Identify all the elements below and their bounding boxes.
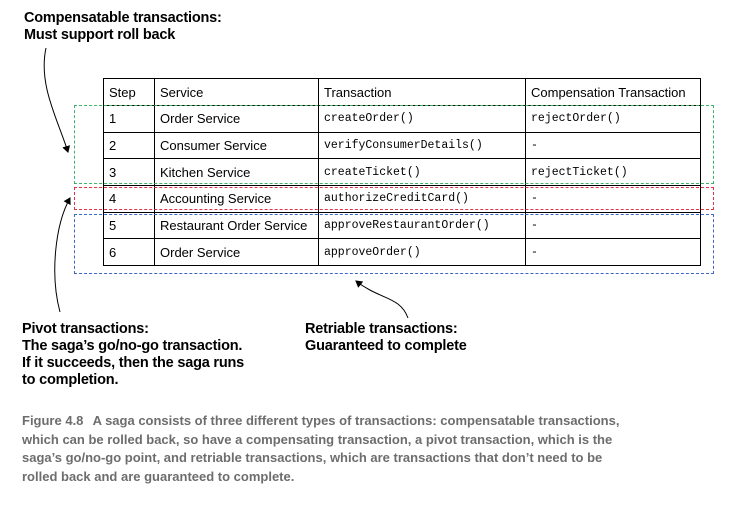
row-service: Restaurant Order Service — [154, 211, 319, 240]
row-transaction: createOrder() — [318, 105, 526, 133]
pivot-note: Pivot transactions: The saga’s go/no-go … — [22, 321, 244, 389]
row-transaction: authorizeCreditCard() — [318, 185, 526, 213]
caption-line: Figure 4.8 A saga consists of three diff… — [22, 412, 732, 431]
compensatable-arrow — [43, 47, 71, 153]
retriable-arrow — [355, 280, 409, 319]
caption-line: saga’s go/no-go point, and retriable tra… — [22, 450, 603, 465]
retriable-note-desc: Guaranteed to complete — [305, 338, 467, 354]
figure-label: Figure 4.8 — [22, 413, 84, 428]
row-compensation: rejectTicket() — [525, 158, 701, 187]
table-row: 6 Order Service approveOrder() - — [103, 238, 701, 267]
pivot-arrow — [54, 197, 71, 313]
saga-steps-table: Step Service Transaction Compensation Tr… — [103, 78, 701, 267]
row-service: Kitchen Service — [154, 158, 319, 187]
row-step: 3 — [103, 158, 155, 187]
row-transaction: createTicket() — [318, 158, 526, 187]
row-transaction: verifyConsumerDetails() — [318, 131, 526, 160]
retriable-note-title: Retriable transactions: — [305, 321, 458, 337]
compensatable-note: Compensatable transactions: Must support… — [24, 10, 222, 44]
compensatable-note-title: Compensatable transactions: — [24, 10, 222, 26]
retriable-note: Retriable transactions: Guaranteed to co… — [305, 321, 467, 355]
caption-line: rolled back and are guaranteed to comple… — [22, 468, 295, 484]
pivot-group-box — [74, 187, 714, 210]
pivot-note-title: Pivot transactions: — [22, 321, 149, 337]
pivot-note-line: The saga’s go/no-go transaction. — [22, 338, 243, 354]
row-transaction: approveOrder() — [318, 238, 526, 267]
caption-line: which can be rolled back, so have a comp… — [22, 431, 613, 447]
header-step: Step — [103, 78, 155, 106]
row-step: 4 — [103, 185, 155, 213]
compensatable-group-box — [74, 105, 714, 184]
header-transaction: Transaction — [318, 78, 526, 106]
table-row: 2 Consumer Service verifyConsumerDetails… — [103, 131, 701, 160]
retriable-group-box — [74, 214, 714, 274]
table-row: 4 Accounting Service authorizeCreditCard… — [103, 185, 701, 213]
header-compensation: Compensation Transaction — [525, 78, 701, 106]
row-step: 5 — [103, 211, 155, 240]
table-header-row: Step Service Transaction Compensation Tr… — [103, 78, 701, 106]
header-service: Service — [154, 78, 319, 106]
caption-text: A saga consists of three different types… — [92, 413, 620, 428]
pivot-note-line: to completion. — [22, 372, 119, 388]
row-compensation: - — [525, 238, 701, 267]
figure-caption: Figure 4.8 A saga consists of three diff… — [22, 412, 732, 486]
pivot-note-line: If it succeeds, then the saga runs — [22, 355, 245, 371]
compensatable-note-desc: Must support roll back — [24, 27, 176, 43]
table-row: 3 Kitchen Service createTicket() rejectT… — [103, 158, 701, 187]
